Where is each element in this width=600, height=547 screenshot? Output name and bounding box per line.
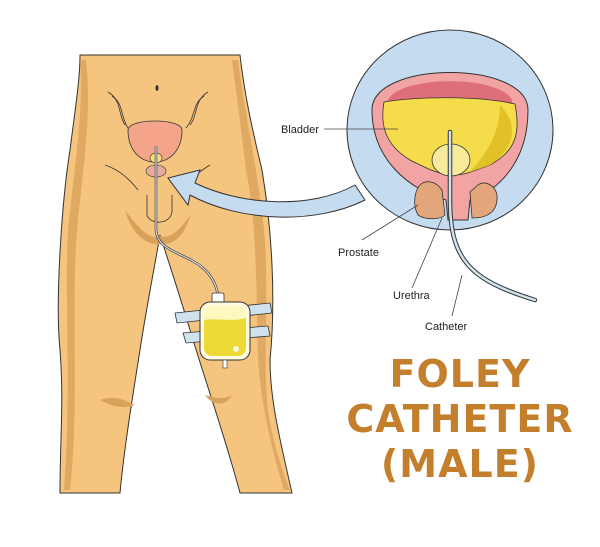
prostate-left <box>414 181 446 220</box>
bladder-cross-section <box>371 72 538 303</box>
leader-lines <box>324 128 463 317</box>
label-catheter: Catheter <box>425 321 468 333</box>
title-line-2: CATHETER <box>346 397 574 441</box>
diagram-title: FOLEY CATHETER (MALE) <box>325 352 595 487</box>
drainage-bag <box>199 292 251 369</box>
label-urethra: Urethra <box>393 290 431 302</box>
body-bladder <box>127 120 183 178</box>
label-prostate: Prostate <box>338 247 379 259</box>
title-line-1: FOLEY <box>389 352 531 396</box>
prostate-right <box>469 182 498 219</box>
male-lower-body <box>57 54 293 494</box>
label-bladder: Bladder <box>281 124 319 136</box>
title-line-3: (MALE) <box>380 442 540 486</box>
